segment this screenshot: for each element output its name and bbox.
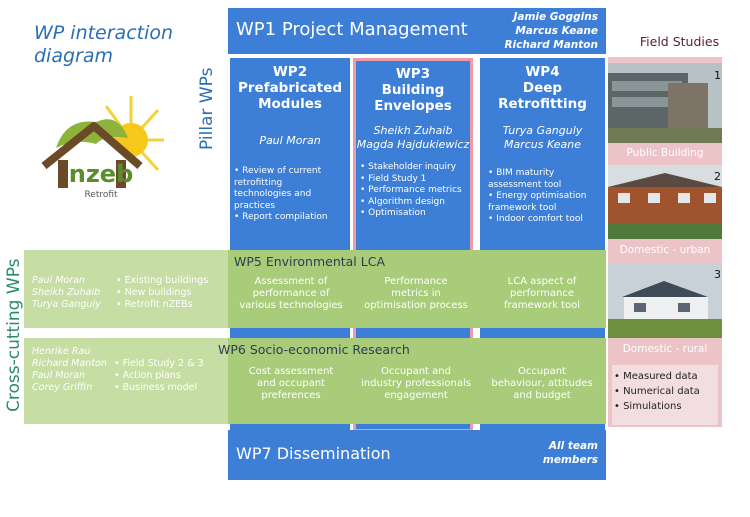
wp5-tasks: • Existing buildings• New buildings• Ret… [116, 275, 209, 310]
wp5-title: WP5 Environmental LCA [234, 254, 385, 269]
photo-domestic-rural [608, 263, 722, 338]
nzeb-logo: nzeb Retrofit [36, 88, 166, 218]
field-study-2-label: Domestic - urban [619, 244, 711, 256]
field-study-3-num: 3 [714, 268, 721, 281]
wp2-leaders: Paul Moran [259, 134, 321, 147]
logo-brand-text: nzeb [68, 160, 134, 188]
field-study-3-label: Domestic - rural [622, 343, 708, 355]
photo-public-building [608, 63, 722, 143]
logo-sub-text: Retrofit [84, 190, 118, 200]
photo-domestic-urban [608, 165, 722, 239]
diagram-title: WP interaction diagram [34, 22, 174, 67]
logo-sun-house-icon [41, 96, 164, 188]
pillar-wps-label: Pillar WPs [197, 67, 217, 150]
field-studies-bullets: • Measured data• Numerical data• Simulat… [614, 371, 700, 412]
field-studies-title: Field Studies [639, 34, 720, 49]
wp1-title: WP1 Project Management [236, 19, 468, 40]
field-studies-panel: 1 Public Building 2 Domestic - urban 3 D… [608, 57, 722, 427]
wp3-tasks: • Stakeholder inquiry• Field Study 1• Pe… [360, 162, 462, 218]
wp7-title: WP7 Dissemination [236, 444, 391, 463]
field-study-2-num: 2 [714, 170, 721, 183]
field-study-1-num: 1 [714, 69, 721, 82]
cross-cutting-wps-label: Cross-cutting WPs [4, 258, 24, 413]
wp6-tasks: • Field Study 2 & 3• Action plans• Busin… [114, 358, 204, 393]
wp6-title: WP6 Socio-economic Research [218, 342, 410, 357]
field-study-1-label: Public Building [626, 147, 704, 159]
